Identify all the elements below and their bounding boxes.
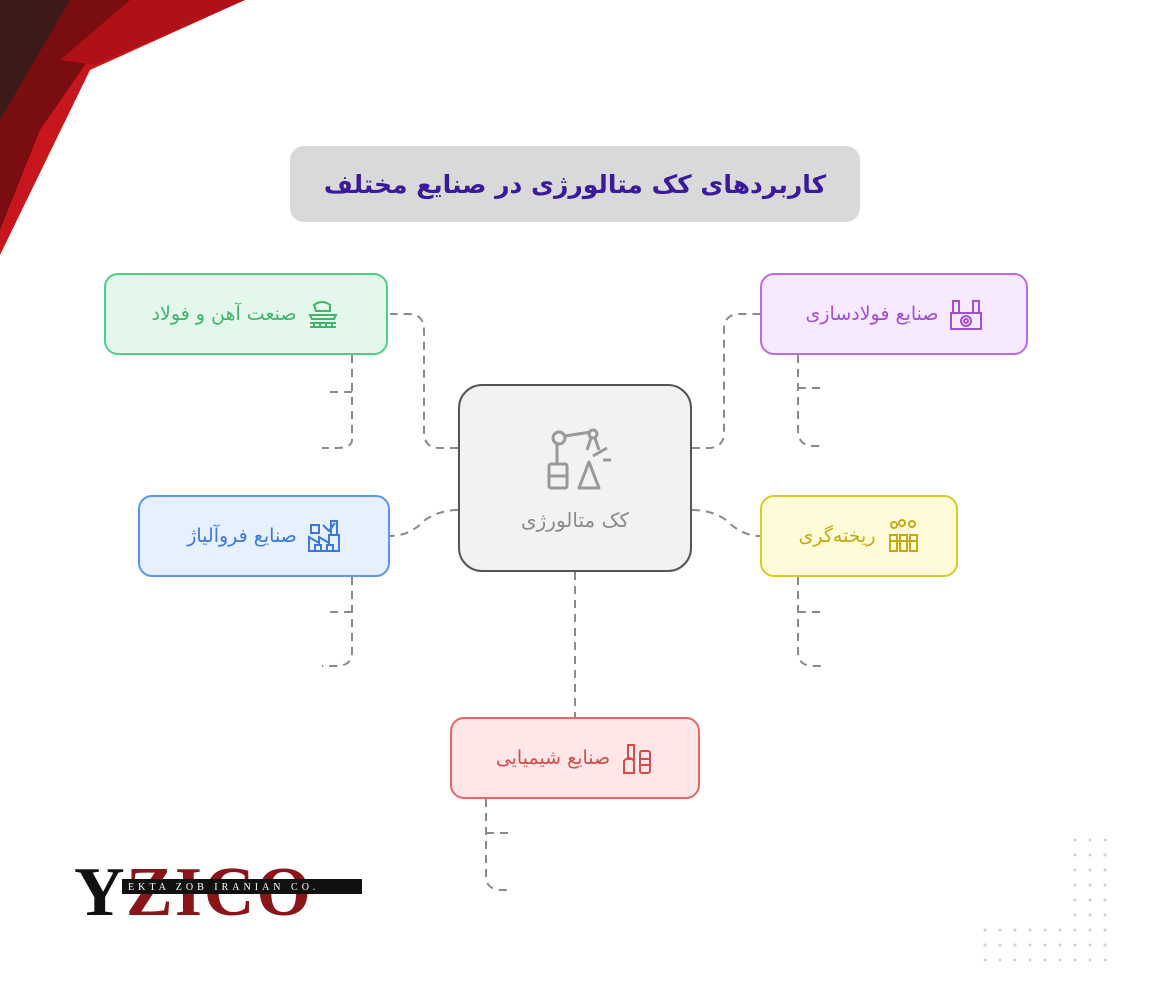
ship-icon — [306, 297, 340, 331]
node-casting: ریخته‌گری — [760, 495, 958, 577]
connector-steelmaking — [692, 313, 760, 449]
node-casting-label: ریخته‌گری — [798, 525, 876, 547]
center-node: کک متالورژی — [458, 384, 692, 572]
center-label: کک متالورژی — [520, 508, 630, 532]
node-ferroalloy-label: صنایع فروآلیاژ — [187, 525, 297, 547]
node-chemical-label: صنایع شیمیایی — [495, 747, 611, 769]
node-iron-steel: صنعت آهن و فولاد — [104, 273, 388, 355]
title-box: کاربردهای کک متالورژی در صنایع مختلف — [290, 146, 860, 222]
diagram-title: کاربردهای کک متالورژی در صنایع مختلف — [323, 169, 827, 199]
node-chemical: صنایع شیمیایی — [450, 717, 700, 799]
dot-grid-decoration — [983, 838, 1107, 962]
factory-icon — [307, 519, 341, 553]
node-iron-steel-label: صنعت آهن و فولاد — [151, 303, 297, 325]
svg-text:EKTA ZOB IRANIAN CO.: EKTA ZOB IRANIAN CO. — [128, 882, 319, 893]
yzico-logo: Y ZICO EKTA ZOB IRANIAN CO. — [74, 854, 362, 919]
connector-iron-steel — [390, 313, 458, 449]
svg-text:Y: Y — [74, 854, 125, 919]
factory-gear-icon — [949, 297, 983, 331]
node-steelmaking-label: صنایع فولادسازی — [805, 303, 939, 325]
robot-arm-icon — [535, 424, 615, 494]
connector-ferroalloy — [389, 509, 459, 537]
corner-decoration — [0, 0, 245, 255]
node-ferroalloy: صنایع فروآلیاژ — [138, 495, 390, 577]
connector-casting — [691, 509, 761, 537]
chimney-smoke-icon — [886, 519, 920, 553]
refinery-icon — [620, 741, 654, 775]
node-steelmaking: صنایع فولادسازی — [760, 273, 1028, 355]
